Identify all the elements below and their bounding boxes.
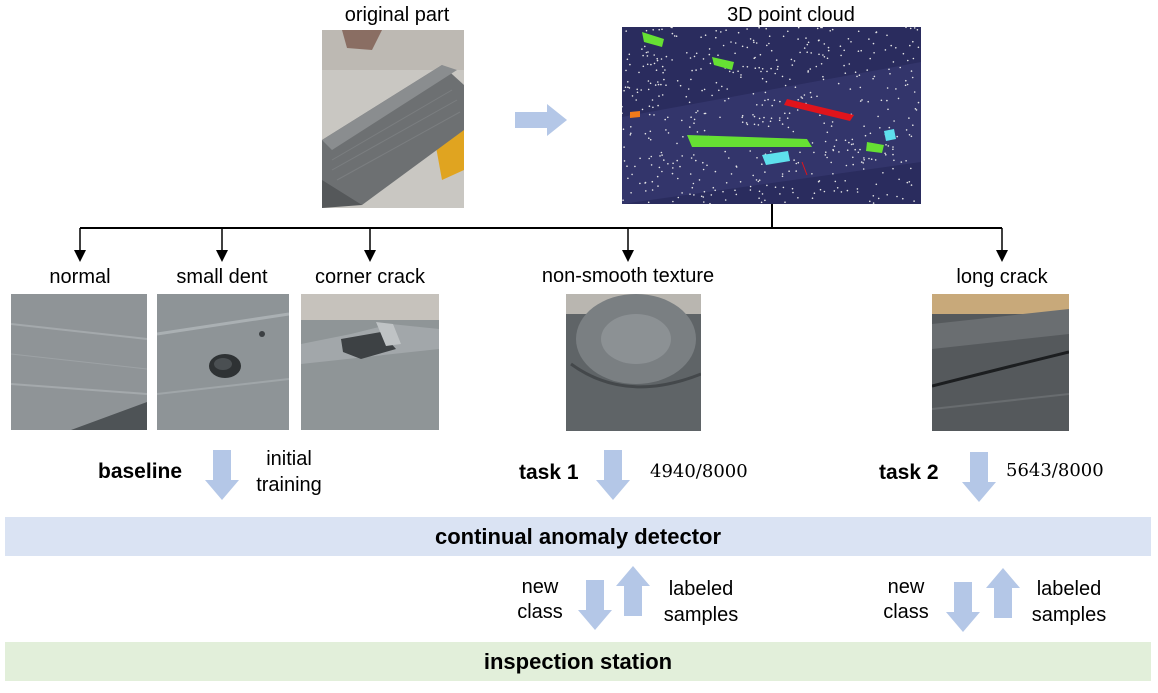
initial-training-note-line2: training [256, 474, 322, 496]
category-label-non-smooth-texture: non-smooth texture [541, 265, 715, 287]
new-class-label-line2: class [517, 601, 563, 623]
task1-count: 4940/8000 [650, 461, 748, 482]
down-arrow-icon [962, 452, 996, 502]
task2-count: 5643/8000 [1006, 460, 1104, 481]
continual-anomaly-detector-band: continual anomaly detector [5, 517, 1151, 556]
down-arrow-icon [578, 580, 612, 630]
inspection-station-band: inspection station [5, 642, 1151, 681]
original-part-label: original part [344, 4, 450, 26]
category-label-corner-crack: corner crack [314, 266, 426, 288]
non-smooth-texture-sample-image [566, 294, 701, 431]
right-arrow-icon [515, 104, 567, 136]
category-label-long-crack: long crack [956, 266, 1048, 288]
category-label-normal: normal [49, 266, 111, 288]
down-arrow-icon [596, 450, 630, 500]
task2-label: task 2 [879, 461, 939, 484]
up-arrow-icon [616, 566, 650, 616]
category-label-small-dent: small dent [176, 266, 268, 288]
down-arrow-icon [205, 450, 239, 500]
labeled-samples-label-line1: labeled [668, 578, 734, 600]
labeled-samples-label-line2: samples [1031, 604, 1107, 626]
detector-label: continual anomaly detector [434, 523, 722, 549]
point-cloud-image [622, 27, 921, 204]
small-dent-sample-image [157, 294, 289, 430]
corner-crack-sample-image [301, 294, 439, 430]
new-class-label-line1: new [521, 576, 559, 598]
down-arrow-icon [946, 582, 980, 632]
original-part-image [322, 30, 464, 208]
point-cloud-label: 3D point cloud [727, 4, 855, 26]
task1-label: task 1 [519, 461, 579, 484]
labeled-samples-label-line2: samples [663, 604, 739, 626]
labeled-samples-label-line1: labeled [1036, 578, 1102, 600]
station-label: inspection station [483, 648, 673, 674]
new-class-label-line2: class [883, 601, 929, 623]
new-class-label-line1: new [887, 576, 925, 598]
baseline-label: baseline [98, 460, 183, 483]
initial-training-note-line1: initial [266, 448, 312, 470]
long-crack-sample-image [932, 294, 1069, 431]
up-arrow-icon [986, 568, 1020, 618]
normal-sample-image [11, 294, 147, 430]
